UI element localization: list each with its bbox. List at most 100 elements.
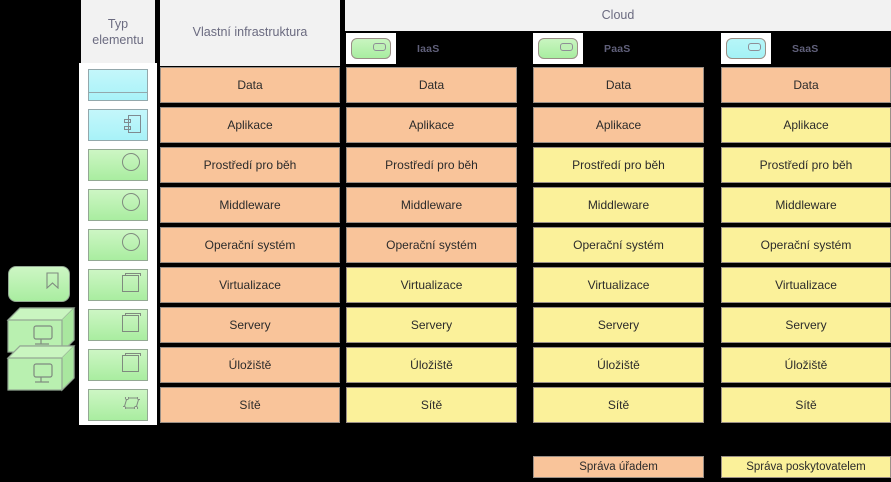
system-software-glyph-icon — [122, 233, 140, 251]
header-own-infrastructure: Vlastní infrastruktura — [160, 0, 340, 66]
node-icon-green-paas — [538, 38, 578, 59]
cell-label: Úložiště — [597, 358, 640, 372]
cell-paas-aplikace[interactable]: Aplikace — [533, 107, 704, 143]
cell-iaas--lo-i-t-[interactable]: Úložiště — [346, 347, 517, 383]
cell-saas-aplikace[interactable]: Aplikace — [721, 107, 891, 143]
cell-label: Data — [418, 78, 445, 92]
cell-paas--lo-i-t-[interactable]: Úložiště — [533, 347, 704, 383]
cell-label: Úložiště — [784, 358, 828, 372]
cell-label: Middleware — [219, 198, 281, 212]
network-glyph-icon — [123, 397, 140, 409]
cell-label: Sítě — [795, 398, 817, 412]
system-software-icon — [88, 149, 148, 181]
node-knob-icon — [373, 43, 386, 51]
node-icon-green-iaas — [351, 38, 391, 59]
cell-paas-servery[interactable]: Servery — [533, 307, 704, 343]
cell-paas-virtualizace[interactable]: Virtualizace — [533, 267, 704, 303]
cell-label: Middleware — [587, 198, 650, 212]
data-object-divider — [89, 92, 147, 93]
cell-label: Data — [237, 78, 263, 92]
cell-own--lo-i-t-[interactable]: Úložiště — [160, 347, 340, 383]
data-object-icon — [88, 69, 148, 101]
system-software-icon — [88, 189, 148, 221]
node-icon — [88, 349, 148, 381]
cell-saas--lo-i-t-[interactable]: Úložiště — [721, 347, 891, 383]
cell-label: Prostředí pro běh — [385, 158, 478, 172]
node-glyph-icon — [122, 353, 141, 372]
legend-managed-by-provider: Správa poskytovatelem — [721, 456, 891, 478]
node-glyph-icon — [122, 313, 141, 332]
cell-label: Prostředí pro běh — [572, 158, 665, 172]
cell-paas-middleware[interactable]: Middleware — [533, 187, 704, 223]
system-software-icon — [88, 229, 148, 261]
cell-label: Data — [793, 78, 819, 92]
legend-managed-by-office: Správa úřadem — [533, 456, 704, 478]
device-figure — [6, 345, 76, 392]
cell-label: Virtualizace — [400, 278, 463, 292]
bookmark-icon — [46, 272, 59, 289]
cell-label: Operační systém — [760, 238, 852, 252]
cell-label: Middleware — [400, 198, 463, 212]
cell-label: Prostředí pro běh — [203, 158, 297, 172]
column-label-saas: SaaS — [792, 43, 819, 55]
cell-iaas-opera-n-syst-m[interactable]: Operační systém — [346, 227, 517, 263]
cell-paas-s-t-[interactable]: Sítě — [533, 387, 704, 423]
cell-paas-opera-n-syst-m[interactable]: Operační systém — [533, 227, 704, 263]
cell-own-prost-ed-pro-b-h[interactable]: Prostředí pro běh — [160, 147, 340, 183]
cell-label: Servery — [785, 318, 827, 332]
cell-label: Operační systém — [573, 238, 664, 252]
cell-label: Operační systém — [204, 238, 296, 252]
node-knob-icon — [748, 43, 761, 51]
cell-own-s-t-[interactable]: Sítě — [160, 387, 340, 423]
cell-label: Servery — [597, 318, 640, 332]
cell-label: Virtualizace — [219, 278, 281, 292]
cell-label: Servery — [229, 318, 271, 332]
cell-label: Úložiště — [410, 358, 453, 372]
cell-saas-opera-n-syst-m[interactable]: Operační systém — [721, 227, 891, 263]
component-glyph-icon — [124, 115, 141, 133]
cell-own-aplikace[interactable]: Aplikace — [160, 107, 340, 143]
cell-saas-prost-ed-pro-b-h[interactable]: Prostředí pro běh — [721, 147, 891, 183]
column-label-iaas: IaaS — [417, 43, 440, 55]
cell-label: Sítě — [239, 398, 261, 412]
cell-iaas-servery[interactable]: Servery — [346, 307, 517, 343]
cell-saas-s-t-[interactable]: Sítě — [721, 387, 891, 423]
cell-label: Virtualizace — [775, 278, 837, 292]
cell-label: Aplikace — [227, 118, 273, 132]
cell-own-virtualizace[interactable]: Virtualizace — [160, 267, 340, 303]
system-software-glyph-icon — [122, 153, 140, 171]
cell-saas-data[interactable]: Data — [721, 67, 891, 103]
cell-paas-prost-ed-pro-b-h[interactable]: Prostředí pro běh — [533, 147, 704, 183]
cell-label: Servery — [410, 318, 453, 332]
cell-saas-middleware[interactable]: Middleware — [721, 187, 891, 223]
cell-own-servery[interactable]: Servery — [160, 307, 340, 343]
cell-iaas-s-t-[interactable]: Sítě — [346, 387, 517, 423]
cell-own-middleware[interactable]: Middleware — [160, 187, 340, 223]
cell-label: Aplikace — [783, 118, 829, 132]
cell-iaas-data[interactable]: Data — [346, 67, 517, 103]
cell-iaas-aplikace[interactable]: Aplikace — [346, 107, 517, 143]
node-glyph-icon — [122, 273, 141, 292]
device-figure — [6, 307, 76, 354]
cell-iaas-middleware[interactable]: Middleware — [346, 187, 517, 223]
cell-label: Middleware — [775, 198, 837, 212]
cell-iaas-virtualizace[interactable]: Virtualizace — [346, 267, 517, 303]
cell-own-opera-n-syst-m[interactable]: Operační systém — [160, 227, 340, 263]
column-label-paas: PaaS — [604, 43, 631, 55]
application-component-icon — [88, 109, 148, 141]
node-figure — [8, 266, 70, 302]
cell-label: Virtualizace — [587, 278, 650, 292]
node-icon — [88, 309, 148, 341]
cell-saas-virtualizace[interactable]: Virtualizace — [721, 267, 891, 303]
cell-saas-servery[interactable]: Servery — [721, 307, 891, 343]
header-cloud: Cloud — [345, 0, 891, 31]
cell-label: Operační systém — [386, 238, 477, 252]
cell-label: Sítě — [420, 398, 443, 412]
cell-own-data[interactable]: Data — [160, 67, 340, 103]
header-element-type: Typ elementu — [81, 0, 155, 66]
cell-label: Prostředí pro běh — [759, 158, 853, 172]
cell-iaas-prost-ed-pro-b-h[interactable]: Prostředí pro běh — [346, 147, 517, 183]
cell-paas-data[interactable]: Data — [533, 67, 704, 103]
node-icon — [88, 269, 148, 301]
